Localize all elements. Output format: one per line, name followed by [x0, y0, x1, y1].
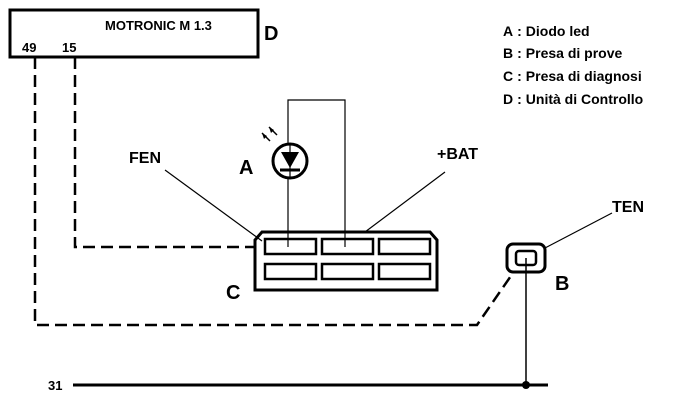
- connector-pins: [263, 237, 432, 281]
- legend-item: B:Presa di prove: [503, 45, 623, 61]
- diagnostic-connector-c: [253, 230, 439, 292]
- connector-pin-6: [377, 262, 432, 281]
- led-diode-a: [261, 126, 309, 180]
- wire-pin49-to-ten: [33, 57, 517, 327]
- connector-pin-5: [320, 262, 375, 281]
- label-ground-31: 31: [48, 378, 62, 393]
- legend-item: A:Diodo led: [503, 23, 590, 39]
- leader-bat: [364, 171, 446, 233]
- test-socket-b: [505, 242, 547, 385]
- leader-ten: [544, 212, 613, 249]
- legend-item: D:Unità di Controllo: [503, 91, 643, 107]
- ecu-letter-d: D: [264, 23, 278, 45]
- label-a: A: [239, 157, 253, 179]
- label-b: B: [555, 273, 569, 295]
- ecu-pin-49: 49: [22, 40, 36, 55]
- ground-junction: [522, 381, 530, 389]
- leader-fen: [164, 169, 263, 242]
- connector-pin-4: [263, 262, 318, 281]
- ecu-box: [8, 8, 260, 59]
- label-c: C: [226, 282, 240, 304]
- connector-pin-bat: [320, 237, 375, 256]
- label-ten: TEN: [612, 199, 644, 216]
- ecu-pin-15: 15: [62, 40, 76, 55]
- legend-item: C:Presa di diagnosi: [503, 68, 642, 84]
- ecu-title: MOTRONIC M 1.3: [105, 18, 212, 33]
- wire-pin15-to-fen: [73, 57, 262, 249]
- connector-pin-3: [377, 237, 432, 256]
- connector-pin-fen: [263, 237, 318, 256]
- legend: A:Diodo led B:Presa di prove C:Presa di …: [503, 23, 643, 107]
- label-fen: FEN: [129, 150, 161, 167]
- label-bat: +BAT: [437, 146, 478, 163]
